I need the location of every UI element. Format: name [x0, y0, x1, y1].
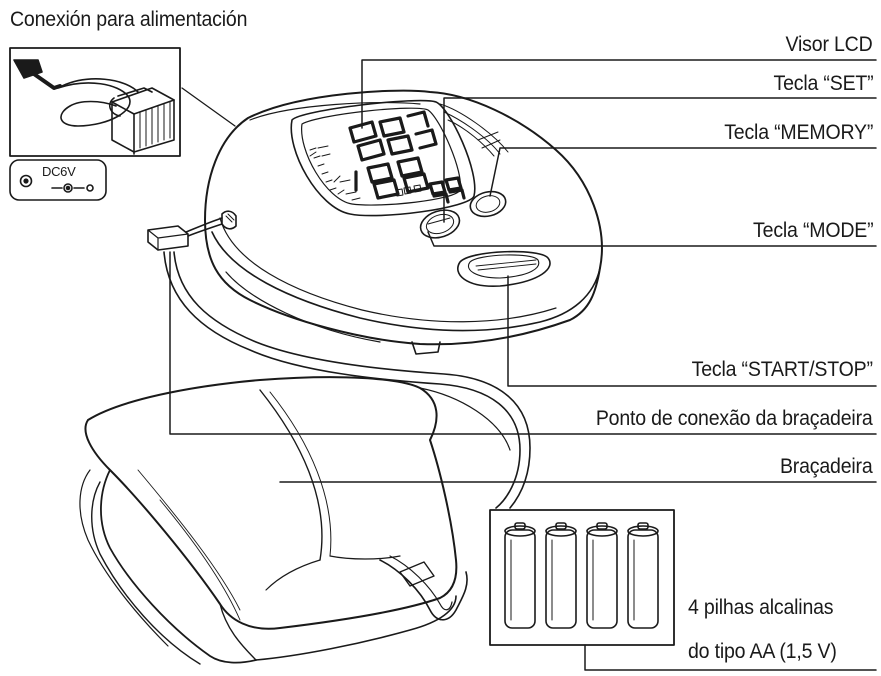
battery-3: [587, 523, 617, 628]
cuff-drawing: [80, 377, 510, 664]
label-cuff: Braçadeira: [780, 455, 873, 479]
label-lcd-display: Visor LCD: [786, 33, 873, 57]
power-connection-title: Conexión para alimentación: [10, 8, 247, 32]
leader-memory: [490, 148, 876, 196]
label-memory-key: Tecla “MEMORY”: [724, 121, 873, 145]
label-batteries-line1: 4 pilhas alcalinas: [688, 596, 833, 620]
lcd-digits: [350, 112, 464, 202]
label-mode-key: Tecla “MODE”: [753, 219, 873, 243]
power-connector-inset: [10, 48, 180, 156]
battery-1: [505, 523, 535, 628]
battery-2: [546, 523, 576, 628]
label-batteries-line2: do tipo AA (1,5 V): [688, 640, 837, 664]
battery-4: [628, 523, 658, 628]
label-cuff-port: Ponto de conexão da braçadeira: [596, 407, 873, 431]
label-set-key: Tecla “SET”: [773, 72, 873, 96]
label-start-stop-key: Tecla “START/STOP”: [692, 358, 873, 382]
battery-box: [490, 510, 674, 645]
dc6v-badge-text: DC6V: [42, 164, 75, 179]
